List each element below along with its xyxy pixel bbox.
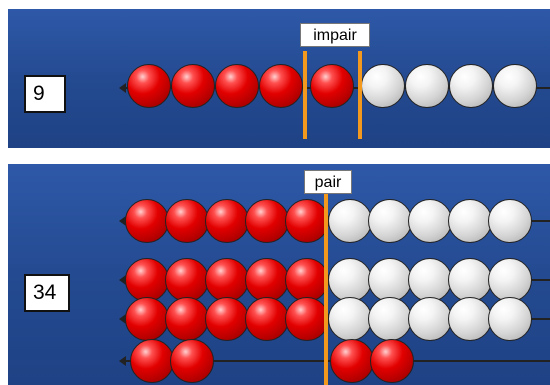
white-bead[interactable] — [328, 297, 372, 341]
white-bead[interactable] — [361, 64, 405, 108]
white-bead[interactable] — [405, 64, 449, 108]
rod-end-cap — [119, 83, 126, 93]
number-box: 9 — [24, 75, 66, 113]
parity-label: impair — [300, 23, 370, 47]
red-bead[interactable] — [130, 339, 174, 383]
white-bead[interactable] — [408, 258, 452, 302]
red-bead[interactable] — [205, 297, 249, 341]
white-bead[interactable] — [368, 297, 412, 341]
marker-line-left — [303, 51, 307, 139]
red-bead[interactable] — [205, 199, 249, 243]
red-bead[interactable] — [285, 258, 329, 302]
red-bead[interactable] — [330, 339, 374, 383]
red-bead[interactable] — [165, 199, 209, 243]
marker-line — [324, 194, 328, 385]
red-bead[interactable] — [259, 64, 303, 108]
white-bead[interactable] — [488, 258, 532, 302]
white-bead[interactable] — [448, 199, 492, 243]
red-bead[interactable] — [125, 258, 169, 302]
white-bead[interactable] — [368, 258, 412, 302]
red-bead[interactable] — [370, 339, 414, 383]
red-bead[interactable] — [285, 199, 329, 243]
white-bead[interactable] — [449, 64, 493, 108]
red-bead[interactable] — [125, 297, 169, 341]
red-bead[interactable] — [285, 297, 329, 341]
abacus-panel-bottom: 34 pair — [8, 164, 550, 385]
white-bead[interactable] — [493, 64, 537, 108]
red-bead[interactable] — [245, 199, 289, 243]
red-bead[interactable] — [125, 199, 169, 243]
red-bead[interactable] — [170, 339, 214, 383]
white-bead[interactable] — [448, 258, 492, 302]
red-bead[interactable] — [215, 64, 259, 108]
rod-end-cap — [119, 314, 126, 324]
red-bead[interactable] — [171, 64, 215, 108]
red-bead[interactable] — [205, 258, 249, 302]
red-bead[interactable] — [310, 64, 354, 108]
number-value: 9 — [33, 82, 45, 105]
rod-end-cap — [119, 216, 126, 226]
white-bead[interactable] — [488, 297, 532, 341]
rod-end-cap — [119, 275, 126, 285]
white-bead[interactable] — [408, 199, 452, 243]
red-bead[interactable] — [245, 258, 289, 302]
number-value: 34 — [33, 281, 57, 304]
red-bead[interactable] — [127, 64, 171, 108]
marker-line-right — [358, 51, 362, 139]
white-bead[interactable] — [408, 297, 452, 341]
abacus-panel-top: 9 impair — [8, 9, 550, 148]
parity-label: pair — [304, 170, 352, 194]
red-bead[interactable] — [165, 258, 209, 302]
white-bead[interactable] — [448, 297, 492, 341]
red-bead[interactable] — [165, 297, 209, 341]
white-bead[interactable] — [488, 199, 532, 243]
white-bead[interactable] — [328, 258, 372, 302]
rod-end-cap — [119, 356, 126, 366]
white-bead[interactable] — [368, 199, 412, 243]
number-box: 34 — [24, 274, 70, 312]
red-bead[interactable] — [245, 297, 289, 341]
white-bead[interactable] — [328, 199, 372, 243]
